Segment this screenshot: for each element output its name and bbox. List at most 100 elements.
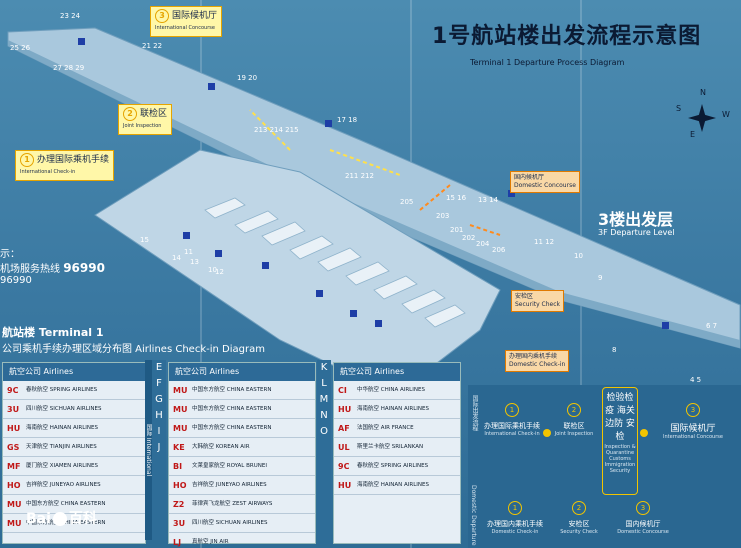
step-label-cn: 联检区 bbox=[563, 422, 585, 430]
airline-code: MU bbox=[173, 423, 188, 433]
process-step-security: 2 安检区 Security Check bbox=[554, 501, 604, 535]
callout-label-en: Joint Inspection bbox=[123, 123, 162, 129]
airline-name: 天津航空 TIANJIN AIRLINES bbox=[26, 444, 97, 450]
airline-code: AF bbox=[338, 423, 350, 433]
airline-code: MF bbox=[7, 461, 21, 471]
flow-arrow-icon bbox=[543, 429, 551, 437]
step-label-en: International Check-in bbox=[484, 431, 540, 437]
airline-name: 四川航空 SICHUAN AIRLINES bbox=[26, 406, 102, 412]
airline-code: HU bbox=[7, 423, 21, 433]
checkin-hall-shape bbox=[94, 149, 501, 396]
step-label-cn: 办理国内乘机手续 bbox=[487, 520, 543, 528]
airline-code: CI bbox=[338, 385, 347, 395]
step-label-cn: 国际候机厅 bbox=[670, 424, 716, 434]
flow-arrow-intl bbox=[249, 109, 291, 151]
compass-east: E bbox=[690, 130, 696, 139]
process-flow-panel: 国际出发流程 Domestic Departure 1 办理国际乘机手续 Int… bbox=[468, 385, 741, 548]
gate-label: 15 16 bbox=[446, 194, 467, 202]
airline-code: KE bbox=[173, 442, 185, 452]
callout-label-en: Domestic Check-in bbox=[509, 361, 566, 368]
step-label-cn: 国内候机厅 bbox=[625, 520, 661, 528]
zone-letter: O bbox=[320, 426, 328, 437]
airline-name: 大韩航空 KOREAN AIR bbox=[192, 444, 250, 450]
airline-name: 文莱皇家航空 ROYAL BRUNEI bbox=[192, 463, 267, 469]
airline-name: 中国东方航空 CHINA EASTERN bbox=[26, 501, 106, 507]
step-label-en: Domestic Check-in bbox=[491, 529, 539, 535]
dom-flow-side-label: Domestic Departure bbox=[470, 485, 477, 546]
airline-row: AF 法国航空 AIR FRANCE bbox=[334, 419, 460, 438]
gate-label: 205 bbox=[400, 198, 414, 206]
compass-south: S bbox=[676, 104, 682, 113]
callout-label-en: International Concourse bbox=[155, 25, 215, 31]
airline-table-header: 航空公司 Airlines bbox=[3, 363, 145, 381]
gate-label: 25 26 bbox=[10, 44, 31, 52]
gate-label: 203 bbox=[436, 212, 450, 220]
airline-table-header: 航空公司 Airlines bbox=[169, 363, 315, 381]
zone-letter: F bbox=[156, 378, 162, 389]
step-label-en: International Concourse bbox=[663, 434, 723, 440]
step-label-en: Security Check bbox=[560, 529, 598, 535]
airline-code: Z2 bbox=[173, 499, 185, 509]
gate-label: 8 bbox=[612, 346, 617, 354]
step-label-en: Domestic Concourse bbox=[617, 529, 669, 535]
airline-name: 中华航空 CHINA AIRLINES bbox=[357, 387, 425, 393]
checkin-counters bbox=[204, 197, 466, 328]
zone-letter: H bbox=[155, 410, 163, 421]
checkin-diagram-subtitle: 公司乘机手续办理区域分布图 Airlines Check-in Diagram bbox=[2, 344, 265, 355]
gate-label: 4 5 bbox=[690, 376, 702, 384]
compass-rose bbox=[688, 104, 716, 132]
airline-code: HU bbox=[338, 480, 352, 490]
flow-arrow-domestic bbox=[469, 224, 501, 236]
hotline-label: 机场服务热线 bbox=[0, 264, 60, 275]
airline-table-header: 航空公司 Airlines bbox=[334, 363, 460, 381]
airline-name: 厦门航空 XIAMEN AIRLINES bbox=[26, 463, 98, 469]
zone-letter: J bbox=[157, 442, 161, 453]
gate-label: 13 bbox=[190, 258, 199, 266]
process-step-intl-concourse: 3 国际候机厅 International Concourse bbox=[652, 403, 734, 440]
gate-label: 13 14 bbox=[478, 196, 499, 204]
international-band: 国际 International bbox=[145, 360, 153, 540]
airline-name: 四川航空 SICHUAN AIRLINES bbox=[192, 520, 268, 526]
zone-letter: L bbox=[321, 378, 327, 389]
callout-label-en: International Check-in bbox=[20, 169, 76, 175]
airline-name: 法国航空 AIR FRANCE bbox=[357, 425, 414, 431]
map-title-cn: 1号航站楼出发流程示意图 bbox=[432, 24, 702, 49]
gate-label: 12 bbox=[215, 268, 224, 276]
watermark-text: 百科 bbox=[68, 511, 97, 527]
checkin-diagram-title: 航站楼 Terminal 1 bbox=[2, 326, 104, 339]
inspection-cn: 检验检疫 海关 边防 安检 bbox=[605, 393, 635, 442]
callout-label-cn: 办理国际乘机手续 bbox=[37, 155, 110, 165]
callout-label-cn: 办理国内乘机手续 bbox=[509, 353, 558, 360]
gate-label: 201 bbox=[450, 226, 464, 234]
airline-name: 真航空 JIN AIR bbox=[192, 539, 229, 545]
zone-letter: G bbox=[155, 394, 163, 405]
step-number: 2 bbox=[572, 501, 586, 515]
airline-name: 菲律宾飞龙航空 ZEST AIRWAYS bbox=[192, 501, 273, 507]
compass-north: N bbox=[700, 88, 706, 97]
airline-code: MU bbox=[7, 499, 22, 509]
airline-row: Z2 菲律宾飞龙航空 ZEST AIRWAYS bbox=[169, 495, 315, 514]
gate-label: 11 12 bbox=[534, 238, 555, 246]
gate-label: 9 bbox=[598, 274, 603, 282]
process-step-dom-concourse: 3 国内候机厅 Domestic Concourse bbox=[608, 501, 678, 535]
step-label-cn: 办理国际乘机手续 bbox=[484, 422, 540, 430]
airline-code: 9C bbox=[7, 385, 19, 395]
airline-code: UL bbox=[338, 442, 350, 452]
step-number: 3 bbox=[686, 403, 700, 417]
airline-name: 海南航空 HAINAN AIRLINES bbox=[357, 406, 429, 412]
